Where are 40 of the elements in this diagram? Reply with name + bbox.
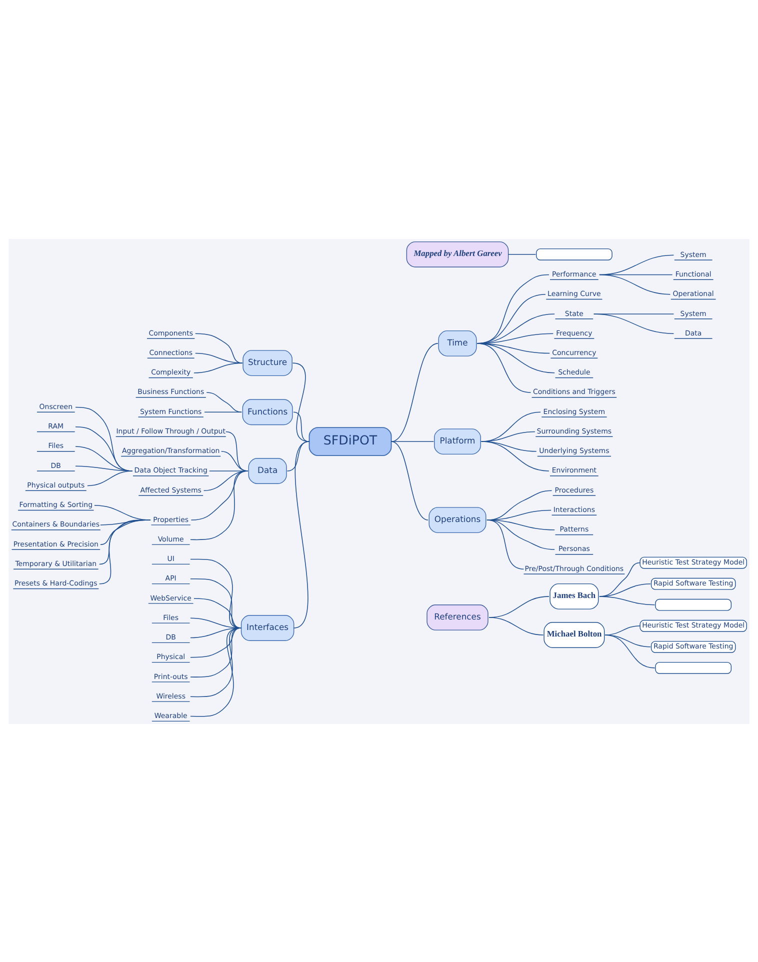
node-box: Time [438,330,477,356]
connector [486,519,555,550]
connector [190,627,242,716]
connector [204,411,242,412]
node-box: SFDiPOT [308,426,392,456]
connector [593,313,674,334]
node-box: Data [248,458,287,484]
connector [480,440,537,452]
connector [486,519,524,569]
node-box [536,248,612,260]
connector [293,440,310,628]
node-box: Operations [428,506,486,533]
connector [190,558,242,628]
connector [190,470,248,540]
connector [604,625,640,635]
connector [390,440,434,442]
connector [604,634,656,668]
node-box [655,661,732,674]
connector [390,440,428,520]
connector [486,519,555,530]
node-box: Structure [242,350,292,376]
connector [87,470,133,486]
connector [194,362,243,373]
connector [194,598,242,628]
connector [604,634,651,647]
node-box: Functions [242,398,293,425]
connector [480,440,550,471]
connector [476,342,532,392]
connector [190,578,242,628]
connector [98,519,151,584]
connector [292,362,310,442]
connector [390,342,438,442]
connector [599,596,656,605]
node-box [655,598,732,610]
node-box: Platform [434,428,481,454]
connector [488,616,544,635]
connector [599,274,671,294]
connector [293,411,310,442]
node-box: References [426,604,488,630]
node-box: Interfaces [240,614,294,640]
